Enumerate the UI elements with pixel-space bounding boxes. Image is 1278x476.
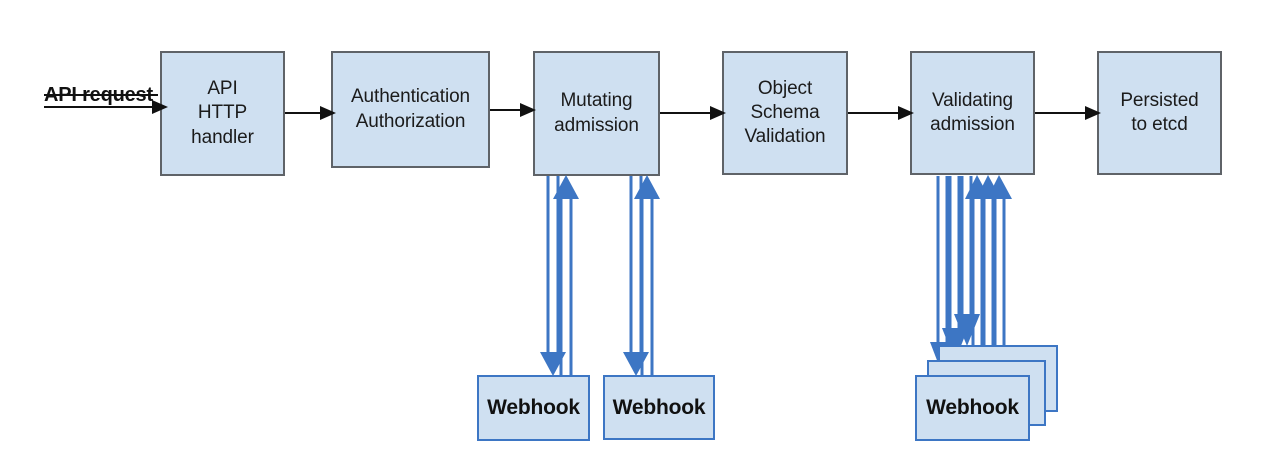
webhook-label: Webhook [612,395,706,419]
node-line: Persisted [1120,89,1199,111]
arrow-validating-to-etcd [1035,106,1101,120]
arrow-mutating-to-webhook-2 [623,176,649,376]
arrow-validating-to-webhook-back [954,176,980,346]
node-line: HTTP [197,102,248,124]
node-line: admission [930,114,1015,135]
node-line: API [207,78,238,100]
node-line: handler [191,126,254,148]
arrow-auth-to-mutating [490,103,536,117]
node-line: to etcd [1131,114,1188,135]
webhook-label: Webhook [487,396,580,419]
arrow-webhook-back-to-validating [987,175,1012,345]
arrow-webhook-middle-to-validating [976,175,1001,360]
node-line: Authentication [350,86,471,108]
node-authentication-authorization[interactable]: Authentication Authorization [331,51,490,168]
webhook-validating-front[interactable]: Webhook [915,375,1030,441]
arrow-object-schema-to-validating [848,106,914,120]
arrow-mutating-to-webhook-1 [540,176,566,376]
node-persisted-to-etcd[interactable]: Persisted to etcd [1097,51,1222,175]
node-line: admission [554,114,639,136]
arrow-validating-to-webhook-middle [942,176,968,361]
webhook-label: Webhook [926,396,1019,419]
node-validating-admission[interactable]: Validating admission [910,51,1035,175]
node-line: Validation [744,126,826,148]
node-line: Validating [931,89,1014,111]
arrow-mutating-to-object-schema [660,106,726,120]
node-line: Schema [750,101,820,123]
arrow-webhook-1-to-mutating [553,175,579,375]
node-object-schema-validation[interactable]: Object Schema Validation [722,51,848,175]
webhook-mutating-2[interactable]: Webhook [603,375,715,440]
webhook-mutating-1[interactable]: Webhook [477,375,590,441]
node-api-http-handler[interactable]: API HTTP handler [160,51,285,176]
arrow-handler-to-auth [285,106,336,120]
node-line: Mutating [560,90,633,112]
node-line: Object [757,77,813,99]
arrow-webhook-2-to-mutating [634,175,660,375]
node-mutating-admission[interactable]: Mutating admission [533,51,660,176]
node-line: Authorization [355,110,466,132]
entry-label-api-request: API request [44,84,153,106]
